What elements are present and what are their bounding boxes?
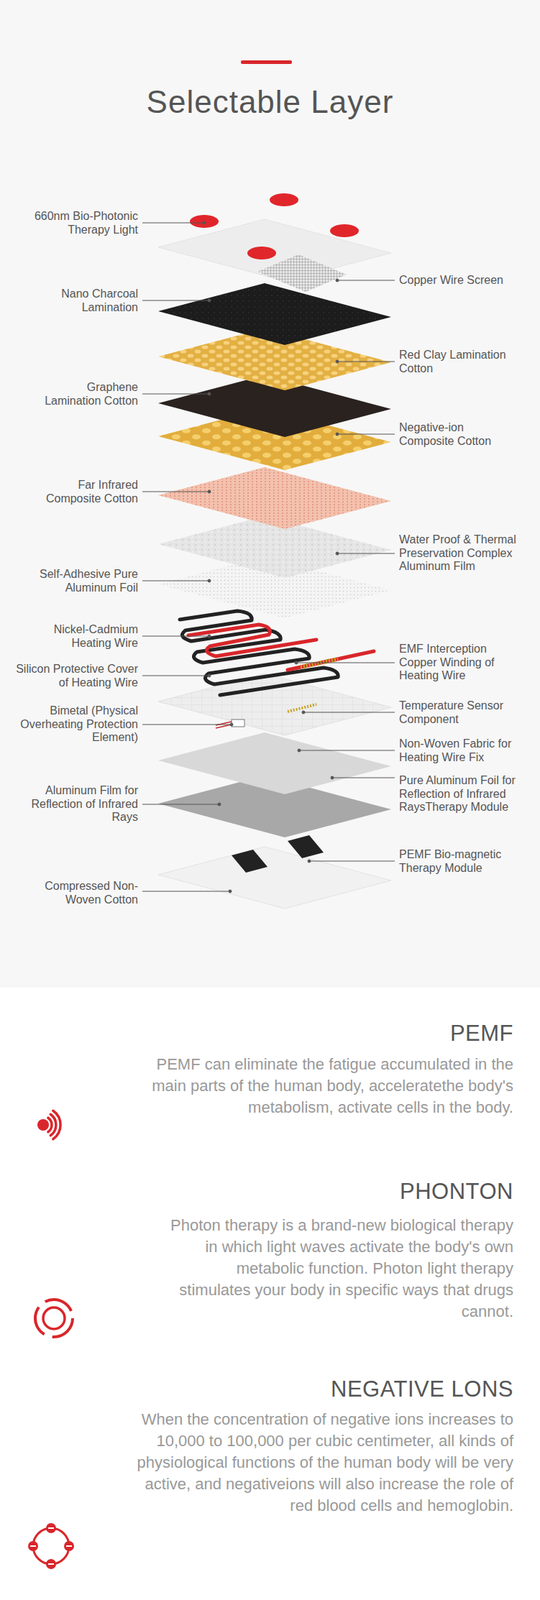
section-heading: NEGATIVE LONS xyxy=(125,1376,514,1403)
page-title: Selectable Layer xyxy=(0,84,540,121)
part-label: Negative-ion Composite Cotton xyxy=(399,421,507,448)
label-wrap: Silicon Protective Cover of Heating Wire xyxy=(15,662,139,690)
part-label: Silicon Protective Cover of Heating Wire xyxy=(15,662,139,690)
label-wrap: Bimetal (Physical Overheating Protection… xyxy=(19,704,139,745)
label-wrap: Nickel-Cadmium Heating Wire xyxy=(37,623,139,651)
label-wrap: Temperature Sensor Component xyxy=(399,699,507,727)
part-label: Copper Wire Screen xyxy=(399,273,525,288)
label-wrap: PEMF Bio-magnetic Therapy Module xyxy=(399,848,525,876)
section-wrap: PEMF xyxy=(139,1021,514,1047)
section-wrap: PHONTON xyxy=(139,1179,514,1206)
label-wrap: Nano Charcoal Lamination xyxy=(37,287,139,315)
label-wrap: Copper Wire Screen xyxy=(399,273,525,288)
label-wrap: Red Clay Lamination Cotton xyxy=(399,348,525,376)
part-label: Graphene Lamination Cotton xyxy=(37,381,139,408)
label-wrap: Non-Woven Fabric for Heating Wire Fix xyxy=(399,737,525,765)
label-wrap: Graphene Lamination Cotton xyxy=(37,381,139,408)
part-label: Bimetal (Physical Overheating Protection… xyxy=(19,704,139,745)
label-wrap: Compressed Non-Woven Cotton xyxy=(23,880,139,907)
title-wrap: Selectable Layer xyxy=(0,84,540,121)
section-heading: PHONTON xyxy=(139,1179,514,1206)
part-label: EMF Interception Copper Winding of Heati… xyxy=(399,642,507,684)
part-label: Non-Woven Fabric for Heating Wire Fix xyxy=(399,737,525,765)
label-wrap: Negative-ion Composite Cotton xyxy=(399,421,507,448)
part-label: 660nm Bio-Photonic Therapy Light xyxy=(15,209,139,237)
part-label: Compressed Non-Woven Cotton xyxy=(23,880,139,907)
section-wrap: When the concentration of negative ions … xyxy=(125,1409,514,1518)
section-body: When the concentration of negative ions … xyxy=(125,1409,514,1518)
part-label: Nano Charcoal Lamination xyxy=(37,287,139,315)
part-label: Aluminum Film for Reflection of Infrared… xyxy=(19,784,139,825)
part-label: Temperature Sensor Component xyxy=(399,699,507,727)
part-label: Pure Aluminum Foil for Reflection of Inf… xyxy=(399,774,518,815)
section-body: Photon therapy is a brand-new biological… xyxy=(168,1215,514,1324)
part-label: Far Infrared Composite Cotton xyxy=(30,478,139,506)
part-label: Self-Adhesive Pure Aluminum Foil xyxy=(30,568,139,595)
label-wrap: Far Infrared Composite Cotton xyxy=(30,478,139,506)
label-wrap: Self-Adhesive Pure Aluminum Foil xyxy=(30,568,139,595)
part-label: Nickel-Cadmium Heating Wire xyxy=(37,623,139,651)
section-heading: PEMF xyxy=(139,1021,514,1047)
section-wrap: NEGATIVE LONS xyxy=(125,1376,514,1403)
part-label: PEMF Bio-magnetic Therapy Module xyxy=(399,848,525,876)
label-wrap: Aluminum Film for Reflection of Infrared… xyxy=(19,784,139,825)
section-wrap: PEMF can eliminate the fatigue accumulat… xyxy=(139,1054,514,1119)
label-wrap: 660nm Bio-Photonic Therapy Light xyxy=(15,209,139,237)
label-wrap: Pure Aluminum Foil for Reflection of Inf… xyxy=(399,774,518,815)
section-wrap: Photon therapy is a brand-new biological… xyxy=(168,1215,514,1324)
section-body: PEMF can eliminate the fatigue accumulat… xyxy=(139,1054,514,1119)
part-label: Red Clay Lamination Cotton xyxy=(399,348,525,376)
part-label: Water Proof & Thermal Preservation Compl… xyxy=(399,533,525,574)
label-wrap: Water Proof & Thermal Preservation Compl… xyxy=(399,533,525,574)
label-wrap: EMF Interception Copper Winding of Heati… xyxy=(399,642,507,684)
